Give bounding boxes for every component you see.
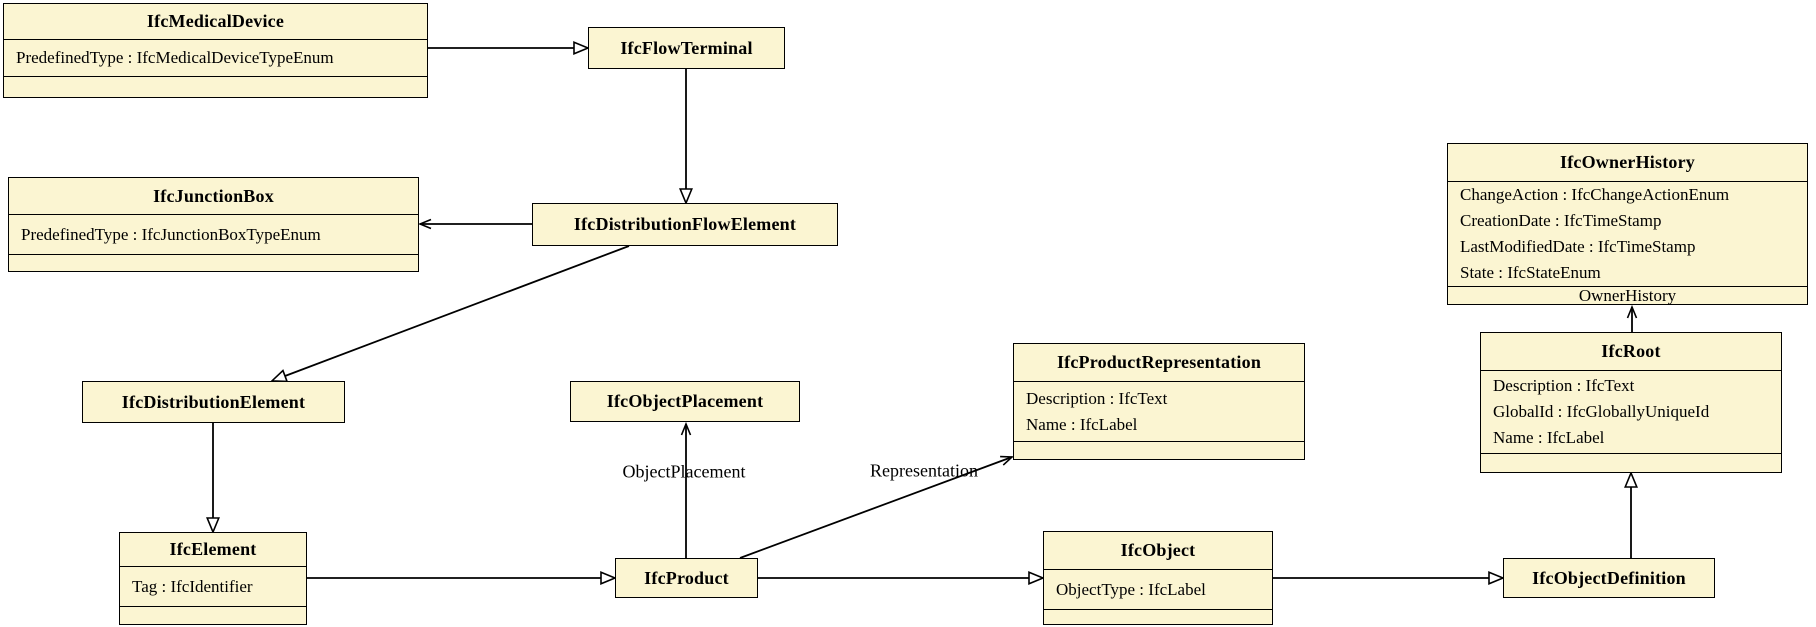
attribute-line: State : IfcStateEnum	[1460, 263, 1601, 282]
class-title: IfcDistributionFlowElement	[573, 214, 797, 234]
edge-label-objectplacement: ObjectPlacement	[622, 461, 746, 482]
class-attributes: PredefinedType : IfcMedicalDeviceTypeEnu…	[4, 39, 427, 76]
edge-label-representation: Representation	[870, 460, 978, 481]
class-attributes: ChangeAction : IfcChangeActionEnum Creat…	[1448, 181, 1807, 286]
class-footer	[1014, 441, 1304, 459]
class-box-ifcroot[interactable]: IfcRoot Description : IfcText GlobalId :…	[1480, 332, 1782, 473]
class-title: IfcDistributionElement	[121, 391, 306, 412]
class-box-ifcobjectdefinition[interactable]: IfcObjectDefinition	[1503, 558, 1715, 598]
class-footer-ownerhistory-label: OwnerHistory	[1448, 286, 1807, 304]
attribute-line: Tag : IfcIdentifier	[132, 576, 253, 596]
class-title: IfcObjectDefinition	[1532, 567, 1686, 588]
class-title: IfcMedicalDevice	[146, 11, 285, 31]
class-attributes: Description : IfcText Name : IfcLabel	[1014, 381, 1304, 441]
class-box-ifcobject[interactable]: IfcObject ObjectType : IfcLabel	[1043, 531, 1273, 625]
class-box-ifcownerhistory[interactable]: IfcOwnerHistory ChangeAction : IfcChange…	[1447, 143, 1808, 305]
attribute-line: Name : IfcLabel	[1493, 428, 1605, 447]
class-box-ifcelement[interactable]: IfcElement Tag : IfcIdentifier	[119, 532, 307, 625]
attribute-line: GlobalId : IfcGloballyUniqueId	[1493, 402, 1710, 421]
attribute-line: PredefinedType : IfcMedicalDeviceTypeEnu…	[16, 48, 334, 67]
class-footer	[1481, 453, 1781, 472]
class-footer	[120, 606, 306, 624]
class-title: IfcProductRepresentation	[1056, 352, 1262, 372]
class-title: IfcRoot	[1601, 341, 1661, 361]
class-box-ifcproductrepresentation[interactable]: IfcProductRepresentation Description : I…	[1013, 343, 1305, 460]
class-title: IfcFlowTerminal	[620, 37, 753, 58]
class-title: IfcObject	[1120, 540, 1196, 560]
class-attributes: ObjectType : IfcLabel	[1044, 569, 1272, 609]
class-title: IfcJunctionBox	[153, 185, 274, 206]
class-box-ifcflowterminal[interactable]: IfcFlowTerminal	[588, 27, 785, 69]
attribute-line: Description : IfcText	[1026, 388, 1168, 408]
class-title: IfcOwnerHistory	[1560, 152, 1695, 172]
class-box-ifcjunctionbox[interactable]: IfcJunctionBox PredefinedType : IfcJunct…	[8, 177, 419, 272]
class-box-ifcmedicaldevice[interactable]: IfcMedicalDevice PredefinedType : IfcMed…	[3, 3, 428, 98]
class-box-ifcobjectplacement[interactable]: IfcObjectPlacement	[570, 381, 800, 422]
class-title: IfcObjectPlacement	[606, 391, 764, 411]
attribute-line: Description : IfcText	[1493, 376, 1635, 395]
class-box-ifcdistributionelement[interactable]: IfcDistributionElement	[82, 381, 345, 423]
attribute-line: PredefinedType : IfcJunctionBoxTypeEnum	[21, 224, 321, 244]
attribute-line: ObjectType : IfcLabel	[1056, 579, 1206, 599]
class-footer	[4, 76, 427, 97]
class-title: IfcElement	[169, 539, 257, 559]
class-footer	[1044, 609, 1272, 624]
class-title: IfcProduct	[644, 567, 729, 588]
attribute-line: ChangeAction : IfcChangeActionEnum	[1460, 185, 1730, 204]
class-attributes: Description : IfcText GlobalId : IfcGlob…	[1481, 370, 1781, 453]
class-box-ifcdistributionflowelement[interactable]: IfcDistributionFlowElement	[532, 203, 838, 246]
class-attributes: PredefinedType : IfcJunctionBoxTypeEnum	[9, 214, 418, 254]
attribute-line: CreationDate : IfcTimeStamp	[1460, 211, 1662, 230]
class-footer	[9, 254, 418, 271]
class-attributes: Tag : IfcIdentifier	[120, 566, 306, 606]
attribute-line: Name : IfcLabel	[1026, 414, 1138, 434]
attribute-line: LastModifiedDate : IfcTimeStamp	[1460, 237, 1696, 256]
class-box-ifcproduct[interactable]: IfcProduct	[615, 558, 758, 598]
